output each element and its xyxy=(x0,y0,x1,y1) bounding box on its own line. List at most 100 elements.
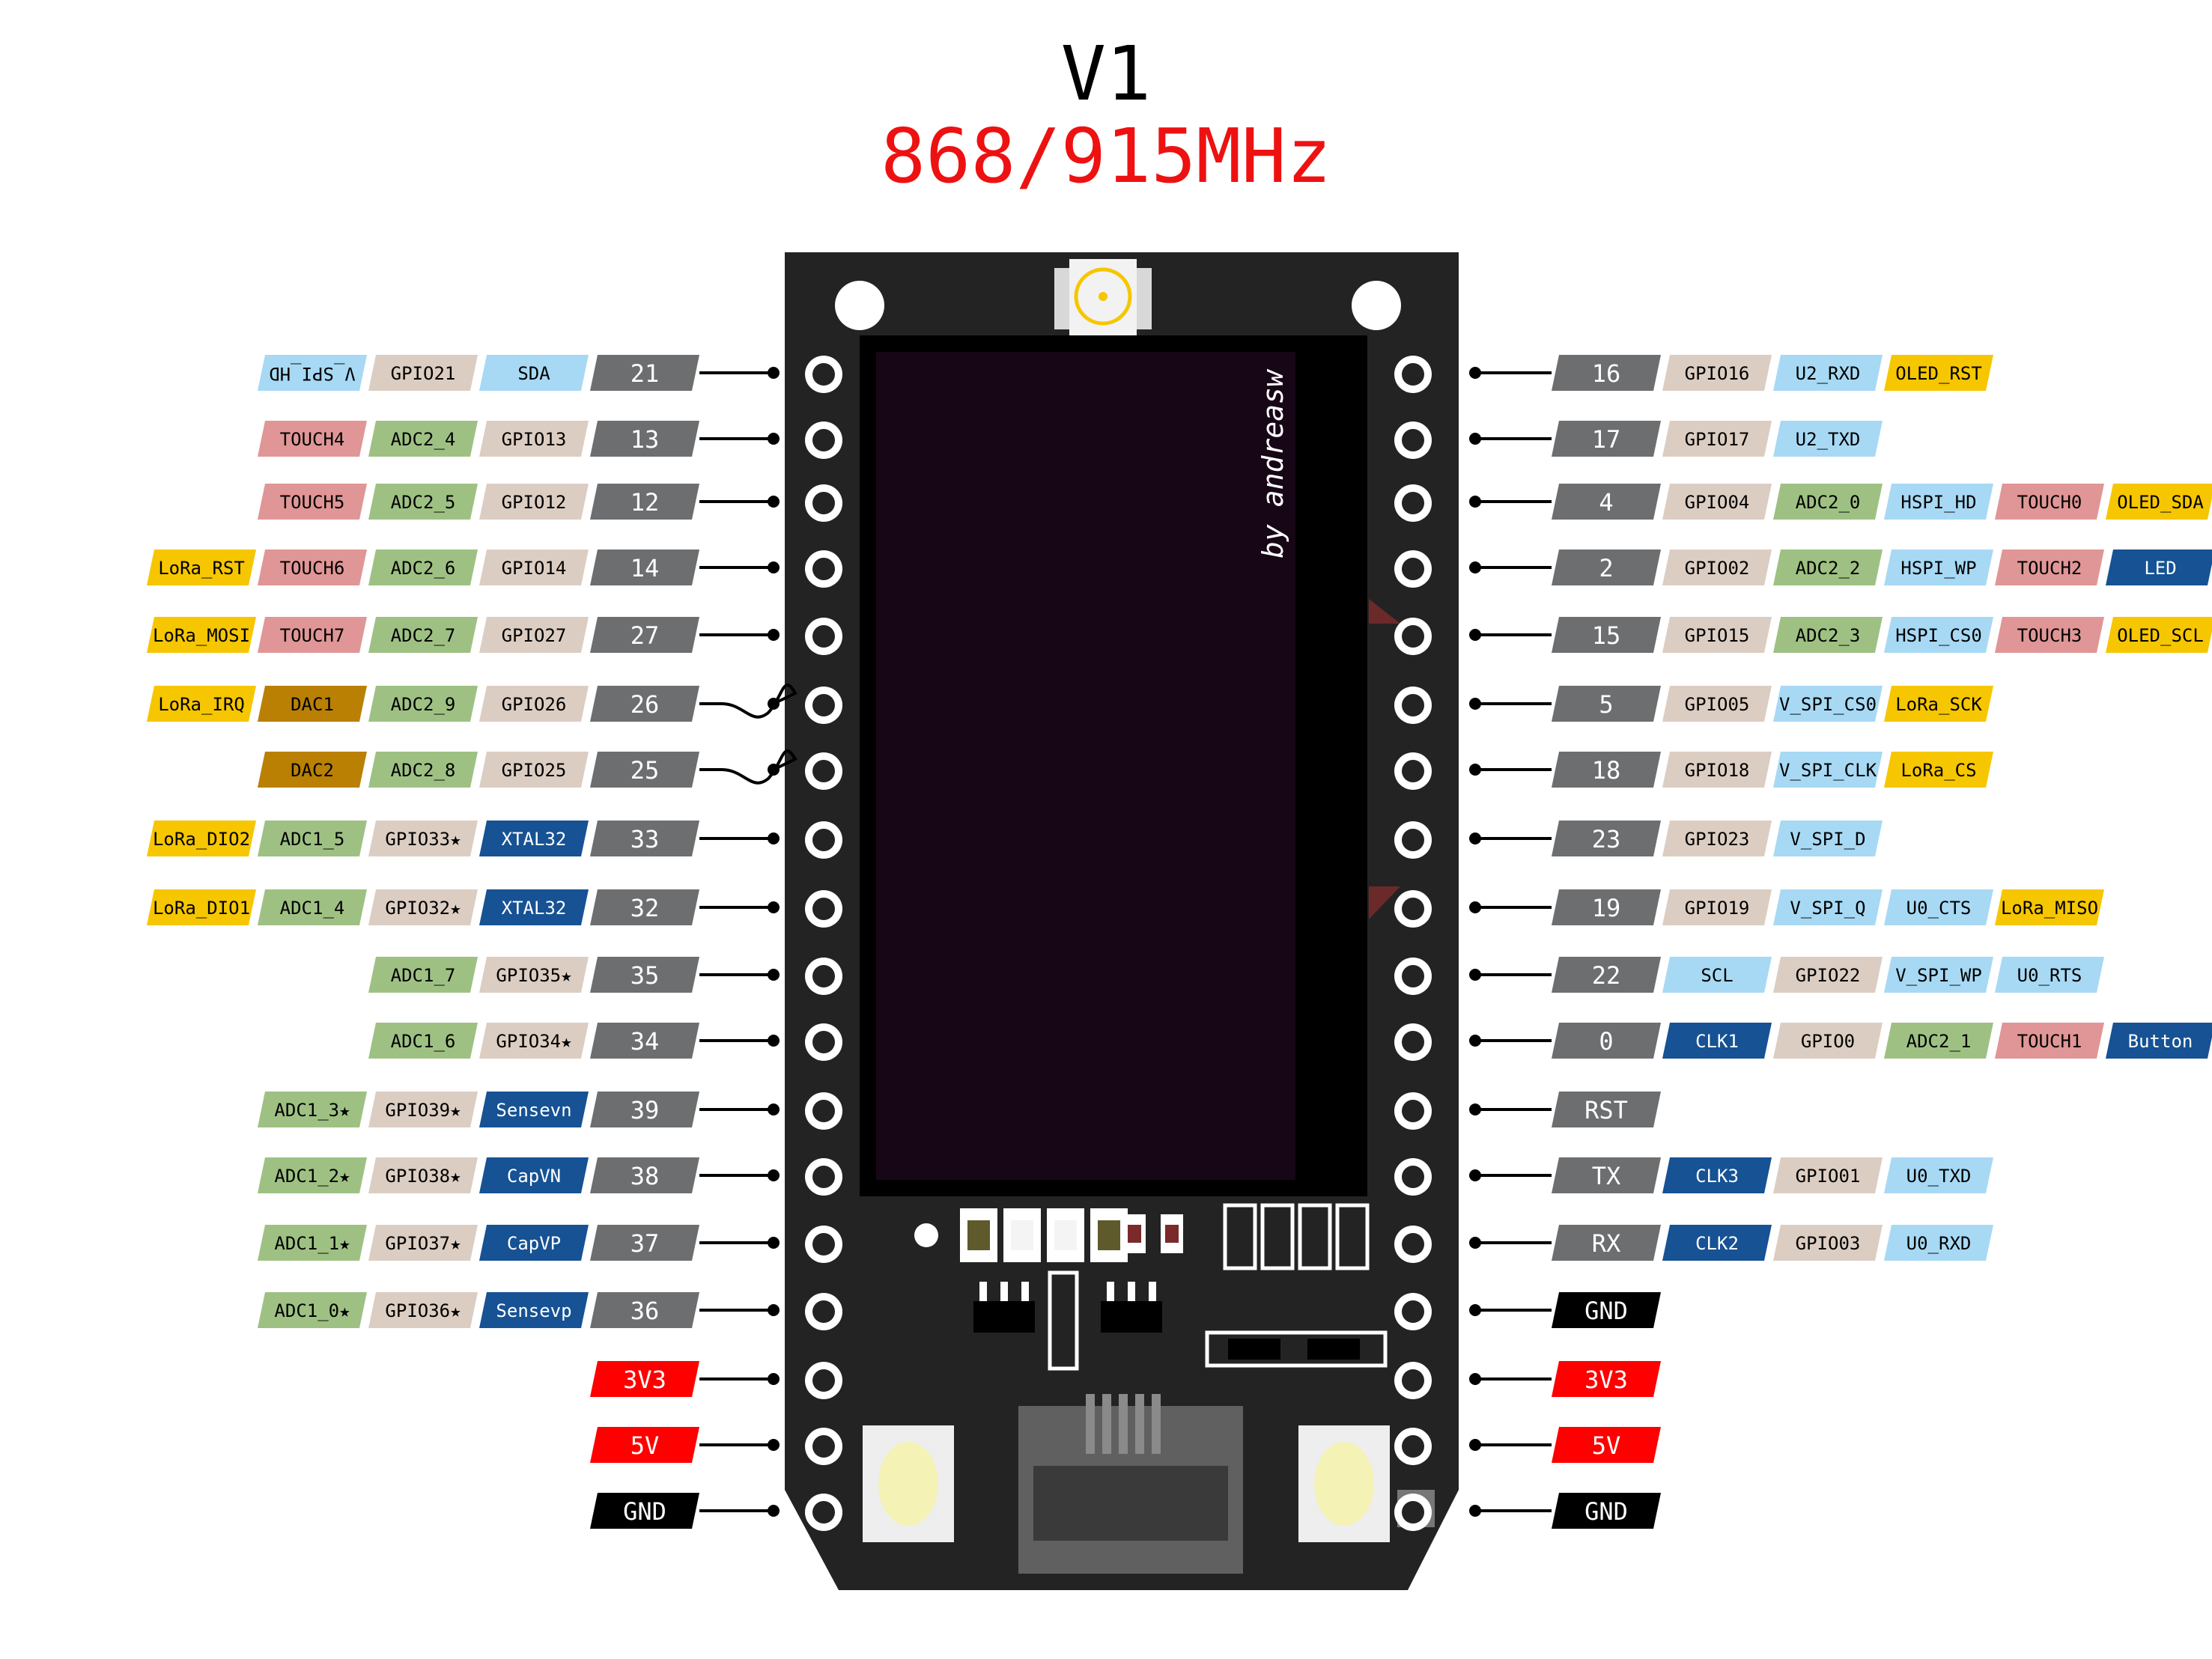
pin-label: ADC2_2 xyxy=(1796,558,1861,579)
label-box-touch xyxy=(258,484,367,520)
pin-number-box xyxy=(1552,686,1661,722)
pin-label: GPIO03 xyxy=(1796,1233,1861,1254)
label-box-adc xyxy=(1884,1023,1993,1059)
pin-number: 5V xyxy=(1592,1431,1621,1460)
pin-number-box xyxy=(1552,821,1661,856)
pin-label: SDA xyxy=(517,363,550,384)
usb-pin xyxy=(1135,1394,1144,1454)
label-box-gpio xyxy=(479,421,589,457)
pin-number-box xyxy=(590,957,699,993)
label-box-blue xyxy=(1662,1157,1772,1193)
label-box-adc xyxy=(368,550,478,585)
pin-number-box xyxy=(1552,484,1661,520)
label-box-spi xyxy=(1773,752,1883,788)
pin-label: GPIO32★ xyxy=(385,898,461,919)
header-hole-inner xyxy=(1402,965,1424,987)
pin-label: ADC2_5 xyxy=(391,492,456,513)
label-box-adc xyxy=(258,1092,367,1127)
pin-number-box xyxy=(1552,550,1661,585)
label-box-dac xyxy=(258,752,367,788)
pin-label: TOUCH3 xyxy=(2017,625,2082,646)
pin-label: TOUCH5 xyxy=(280,492,345,513)
antenna-center xyxy=(1099,292,1107,301)
pin-label: GPIO23 xyxy=(1685,829,1750,850)
pin-row-r-5v: 5V xyxy=(1394,1427,1661,1465)
pin-dot xyxy=(1469,561,1481,573)
transistor xyxy=(1101,1301,1162,1333)
pin-number-box xyxy=(1552,1225,1661,1261)
pin-label: ADC1_2★ xyxy=(274,1166,350,1187)
header-hole-inner xyxy=(812,558,835,580)
pin-label: GPIO18 xyxy=(1685,760,1750,781)
pin-number-box xyxy=(1552,1157,1661,1193)
pin-number: GND xyxy=(1584,1497,1628,1526)
pin-number-box xyxy=(1552,1023,1661,1059)
pin-number: 3V3 xyxy=(623,1366,666,1394)
pin-dot xyxy=(1469,629,1481,641)
pin-number-box xyxy=(590,752,699,788)
frequency-subtitle: 868/915MHz xyxy=(880,112,1332,200)
pin-label: HSPI_WP xyxy=(1900,558,1976,579)
pin-number: 26 xyxy=(631,690,660,719)
label-box-gpio xyxy=(479,686,589,722)
pin-label: HSPI_CS0 xyxy=(1895,625,1982,646)
pin-dot xyxy=(1469,698,1481,710)
header-hole-inner xyxy=(1402,363,1424,386)
label-box-gpio xyxy=(368,1225,478,1261)
pin-label: LoRa_DIO1 xyxy=(153,898,250,919)
label-box-gpio xyxy=(368,889,478,925)
pin-label: CLK3 xyxy=(1695,1166,1739,1187)
pin-row-l-gnd: GND xyxy=(590,1493,842,1531)
pin-row-r-gnd: GND xyxy=(1394,1292,1661,1330)
pin-number-box xyxy=(1552,1092,1661,1127)
label-box-lora xyxy=(1995,889,2104,925)
label-box-gpio xyxy=(1773,1157,1883,1193)
pin-label: GPIO26 xyxy=(502,694,567,715)
label-box-touch xyxy=(1995,617,2104,653)
label-box-lora xyxy=(147,617,256,653)
pin-dot xyxy=(768,1035,780,1047)
pin-number-box xyxy=(590,1361,699,1397)
pin-number: 21 xyxy=(631,359,660,388)
pin-label: GPIO05 xyxy=(1685,694,1750,715)
header-hole-inner xyxy=(812,1300,835,1323)
pin-label: ADC1_0★ xyxy=(274,1300,350,1321)
pin-number-box xyxy=(1552,1427,1661,1463)
pin-dot xyxy=(1469,1237,1481,1249)
header-hole-inner xyxy=(812,1369,835,1392)
pin-label: GPIO13 xyxy=(502,429,567,450)
label-box-spi xyxy=(1773,889,1883,925)
pin-label: DAC2 xyxy=(291,760,334,781)
transistor-leg xyxy=(1021,1282,1029,1301)
label-box-touch xyxy=(1995,550,2104,585)
pin-number: 25 xyxy=(631,756,660,785)
pin-label: CLK1 xyxy=(1695,1031,1739,1052)
pin-label: U2_RXD xyxy=(1796,363,1861,384)
label-box-spi xyxy=(1884,617,1993,653)
pin-label: U2_TXD xyxy=(1796,429,1861,450)
label-box-gpio xyxy=(1662,686,1772,722)
pin-label: V_SPI_HD xyxy=(269,363,356,384)
pin-number-box xyxy=(590,617,699,653)
pin-number-box xyxy=(590,355,699,391)
label-box-spi xyxy=(1884,1157,1993,1193)
pin-label: TOUCH4 xyxy=(280,429,345,450)
pin-label: TOUCH2 xyxy=(2017,558,2082,579)
pin-number-box xyxy=(590,1023,699,1059)
board: by andreasw xyxy=(785,252,1459,1590)
pin-label: ADC2_4 xyxy=(391,429,456,450)
smd-pad xyxy=(1223,1203,1257,1270)
label-box-blue xyxy=(2106,550,2212,585)
pin-label: ADC1_7 xyxy=(391,965,456,986)
pin-label: ADC2_0 xyxy=(1796,492,1861,513)
pin-label: TOUCH0 xyxy=(2017,492,2082,513)
pin-label: ADC1_3★ xyxy=(274,1100,350,1121)
pin-label: ADC1_1★ xyxy=(274,1233,350,1254)
